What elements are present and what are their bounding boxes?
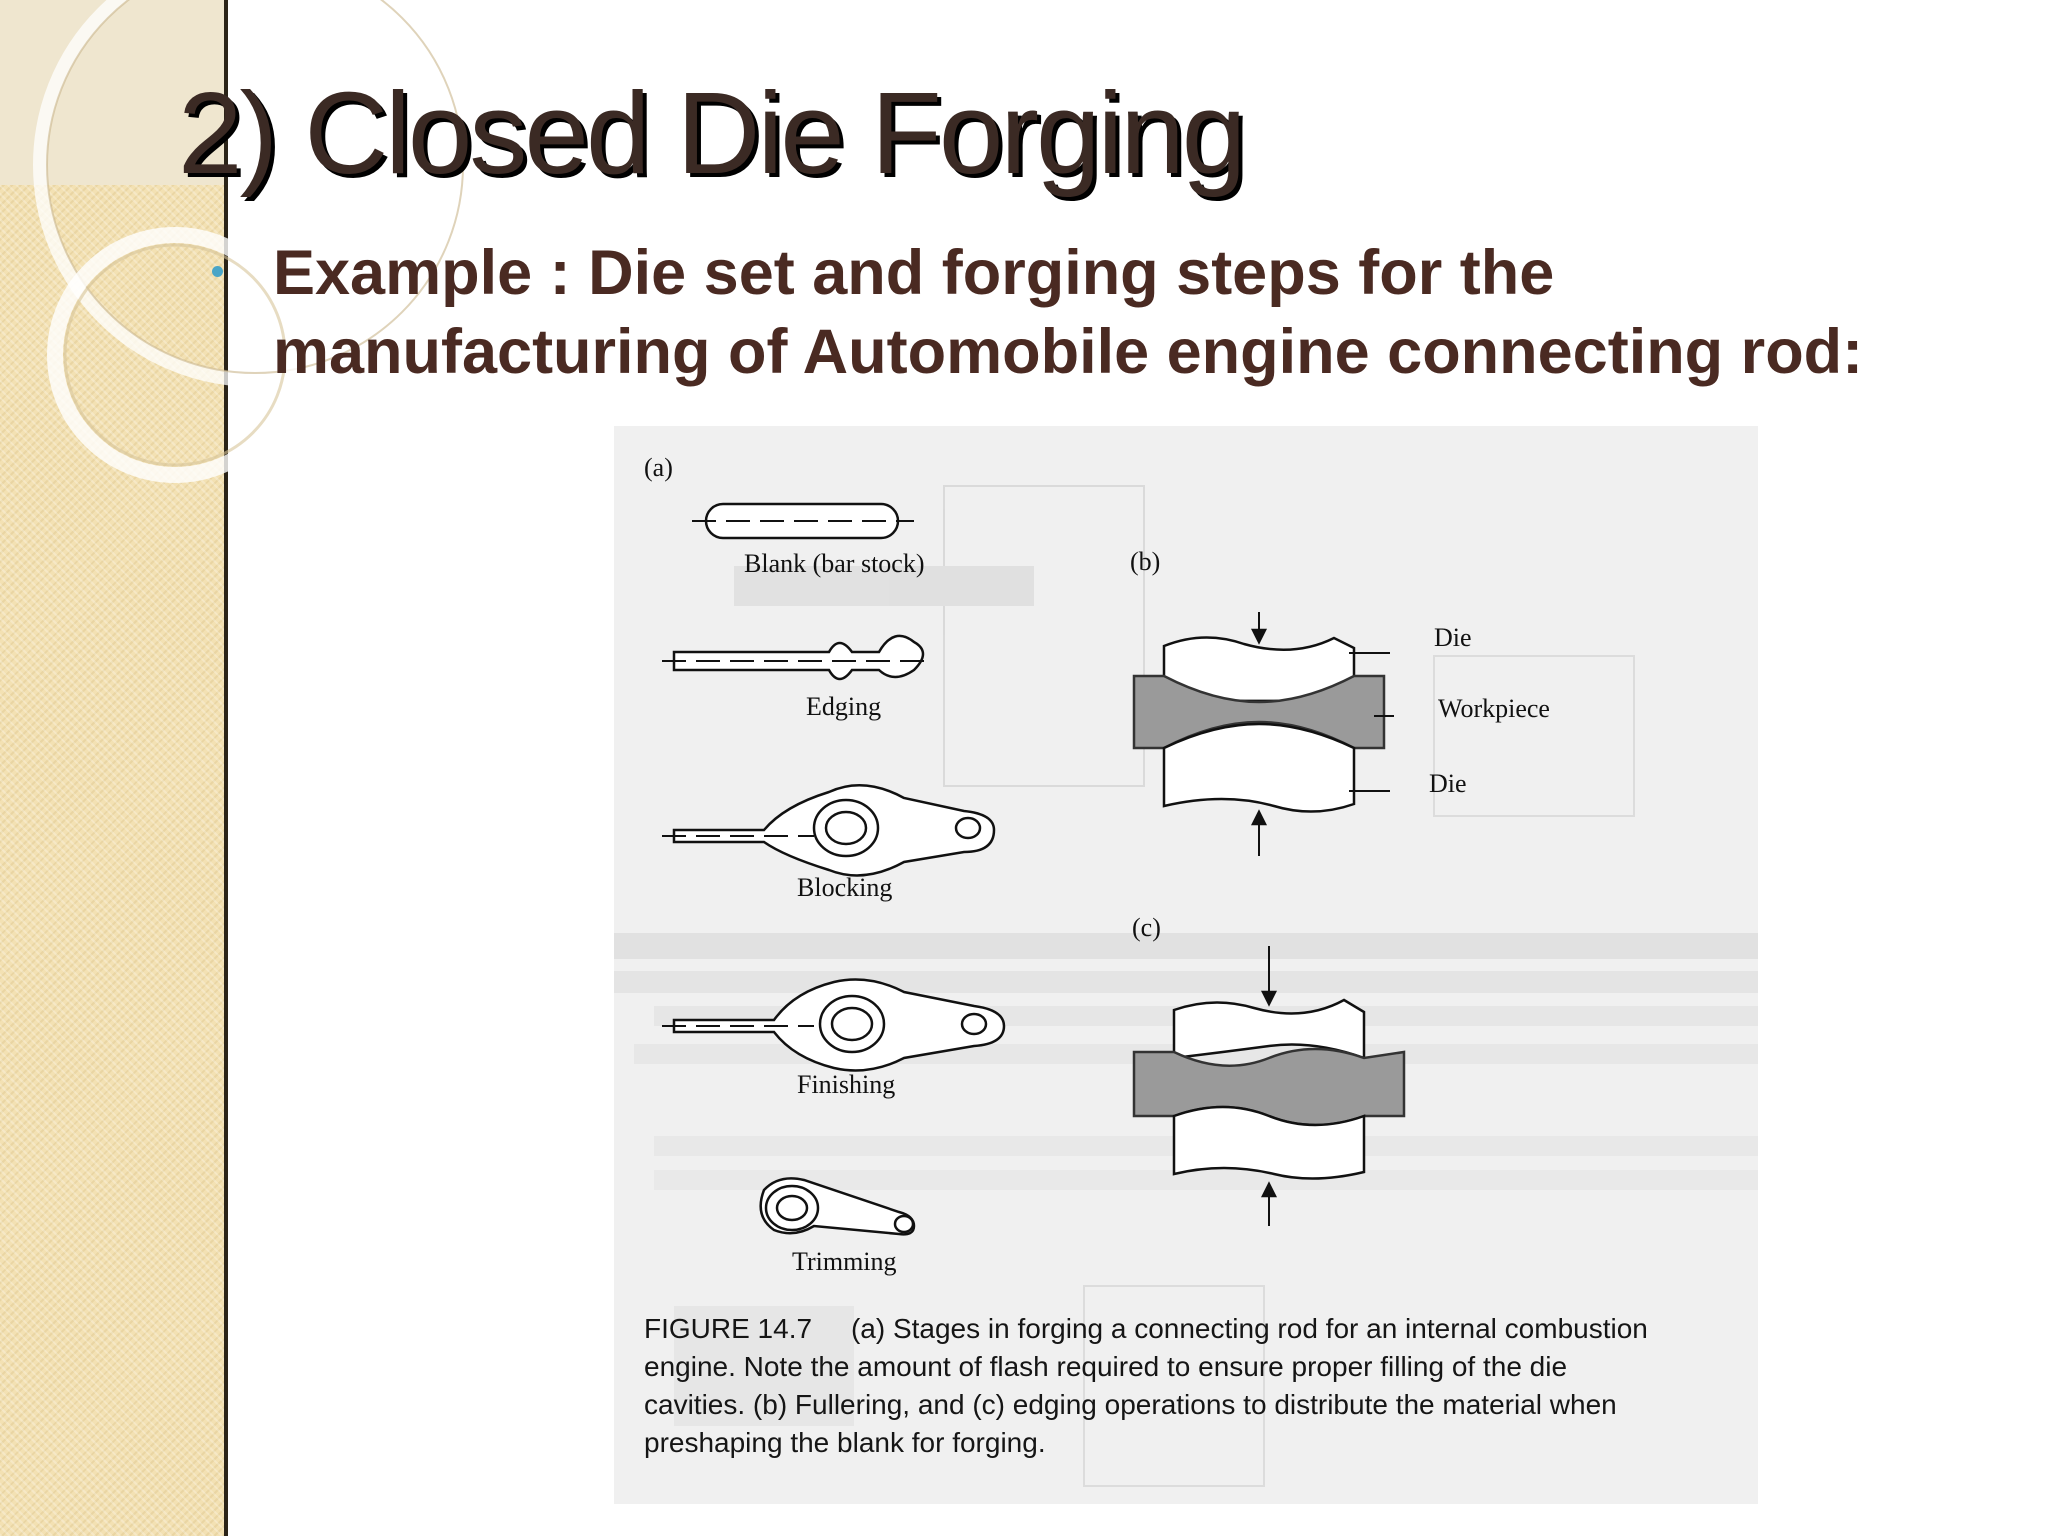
trimming-drawing bbox=[759, 1177, 916, 1236]
die-top-label: Die bbox=[1434, 623, 1472, 652]
edging-label: Edging bbox=[806, 692, 881, 721]
blocking-drawing bbox=[662, 784, 996, 877]
panel-b-label: (b) bbox=[1130, 547, 1160, 576]
bullet-text: Example : Die set and forging steps for … bbox=[273, 238, 1864, 387]
figure-drawing: (a) (b) (c) Blank (bar stock) Edging Blo… bbox=[614, 453, 1758, 1487]
fullering-die-drawing bbox=[1132, 612, 1394, 856]
panel-c-label: (c) bbox=[1132, 913, 1161, 942]
blank-bar-drawing bbox=[692, 502, 914, 540]
panel-a-label: (a) bbox=[644, 453, 673, 482]
trimming-label: Trimming bbox=[792, 1247, 897, 1276]
caption-line-3: cavities. (b) Fullering, and (c) edging … bbox=[644, 1389, 1617, 1420]
blocking-label: Blocking bbox=[797, 873, 892, 902]
workpiece-label: Workpiece bbox=[1438, 694, 1550, 723]
decorative-rings bbox=[33, 0, 477, 483]
blank-label: Blank (bar stock) bbox=[744, 549, 925, 578]
finishing-label: Finishing bbox=[797, 1070, 895, 1099]
caption-line-4: preshaping the blank for forging. bbox=[644, 1427, 1046, 1458]
edging-die-drawing bbox=[1132, 946, 1406, 1226]
bullet-icon bbox=[212, 266, 223, 277]
caption-line-1: FIGURE 14.7 (a) Stages in forging a conn… bbox=[644, 1313, 1648, 1344]
textbook-figure: (a) (b) (c) Blank (bar stock) Edging Blo… bbox=[614, 426, 1758, 1504]
edging-drawing bbox=[662, 634, 934, 681]
slide-title: 2) Closed Die Forging bbox=[178, 68, 1246, 198]
die-bottom-label: Die bbox=[1429, 769, 1467, 798]
finishing-drawing bbox=[662, 978, 1006, 1072]
caption-line-2: engine. Note the amount of flash require… bbox=[644, 1351, 1567, 1382]
